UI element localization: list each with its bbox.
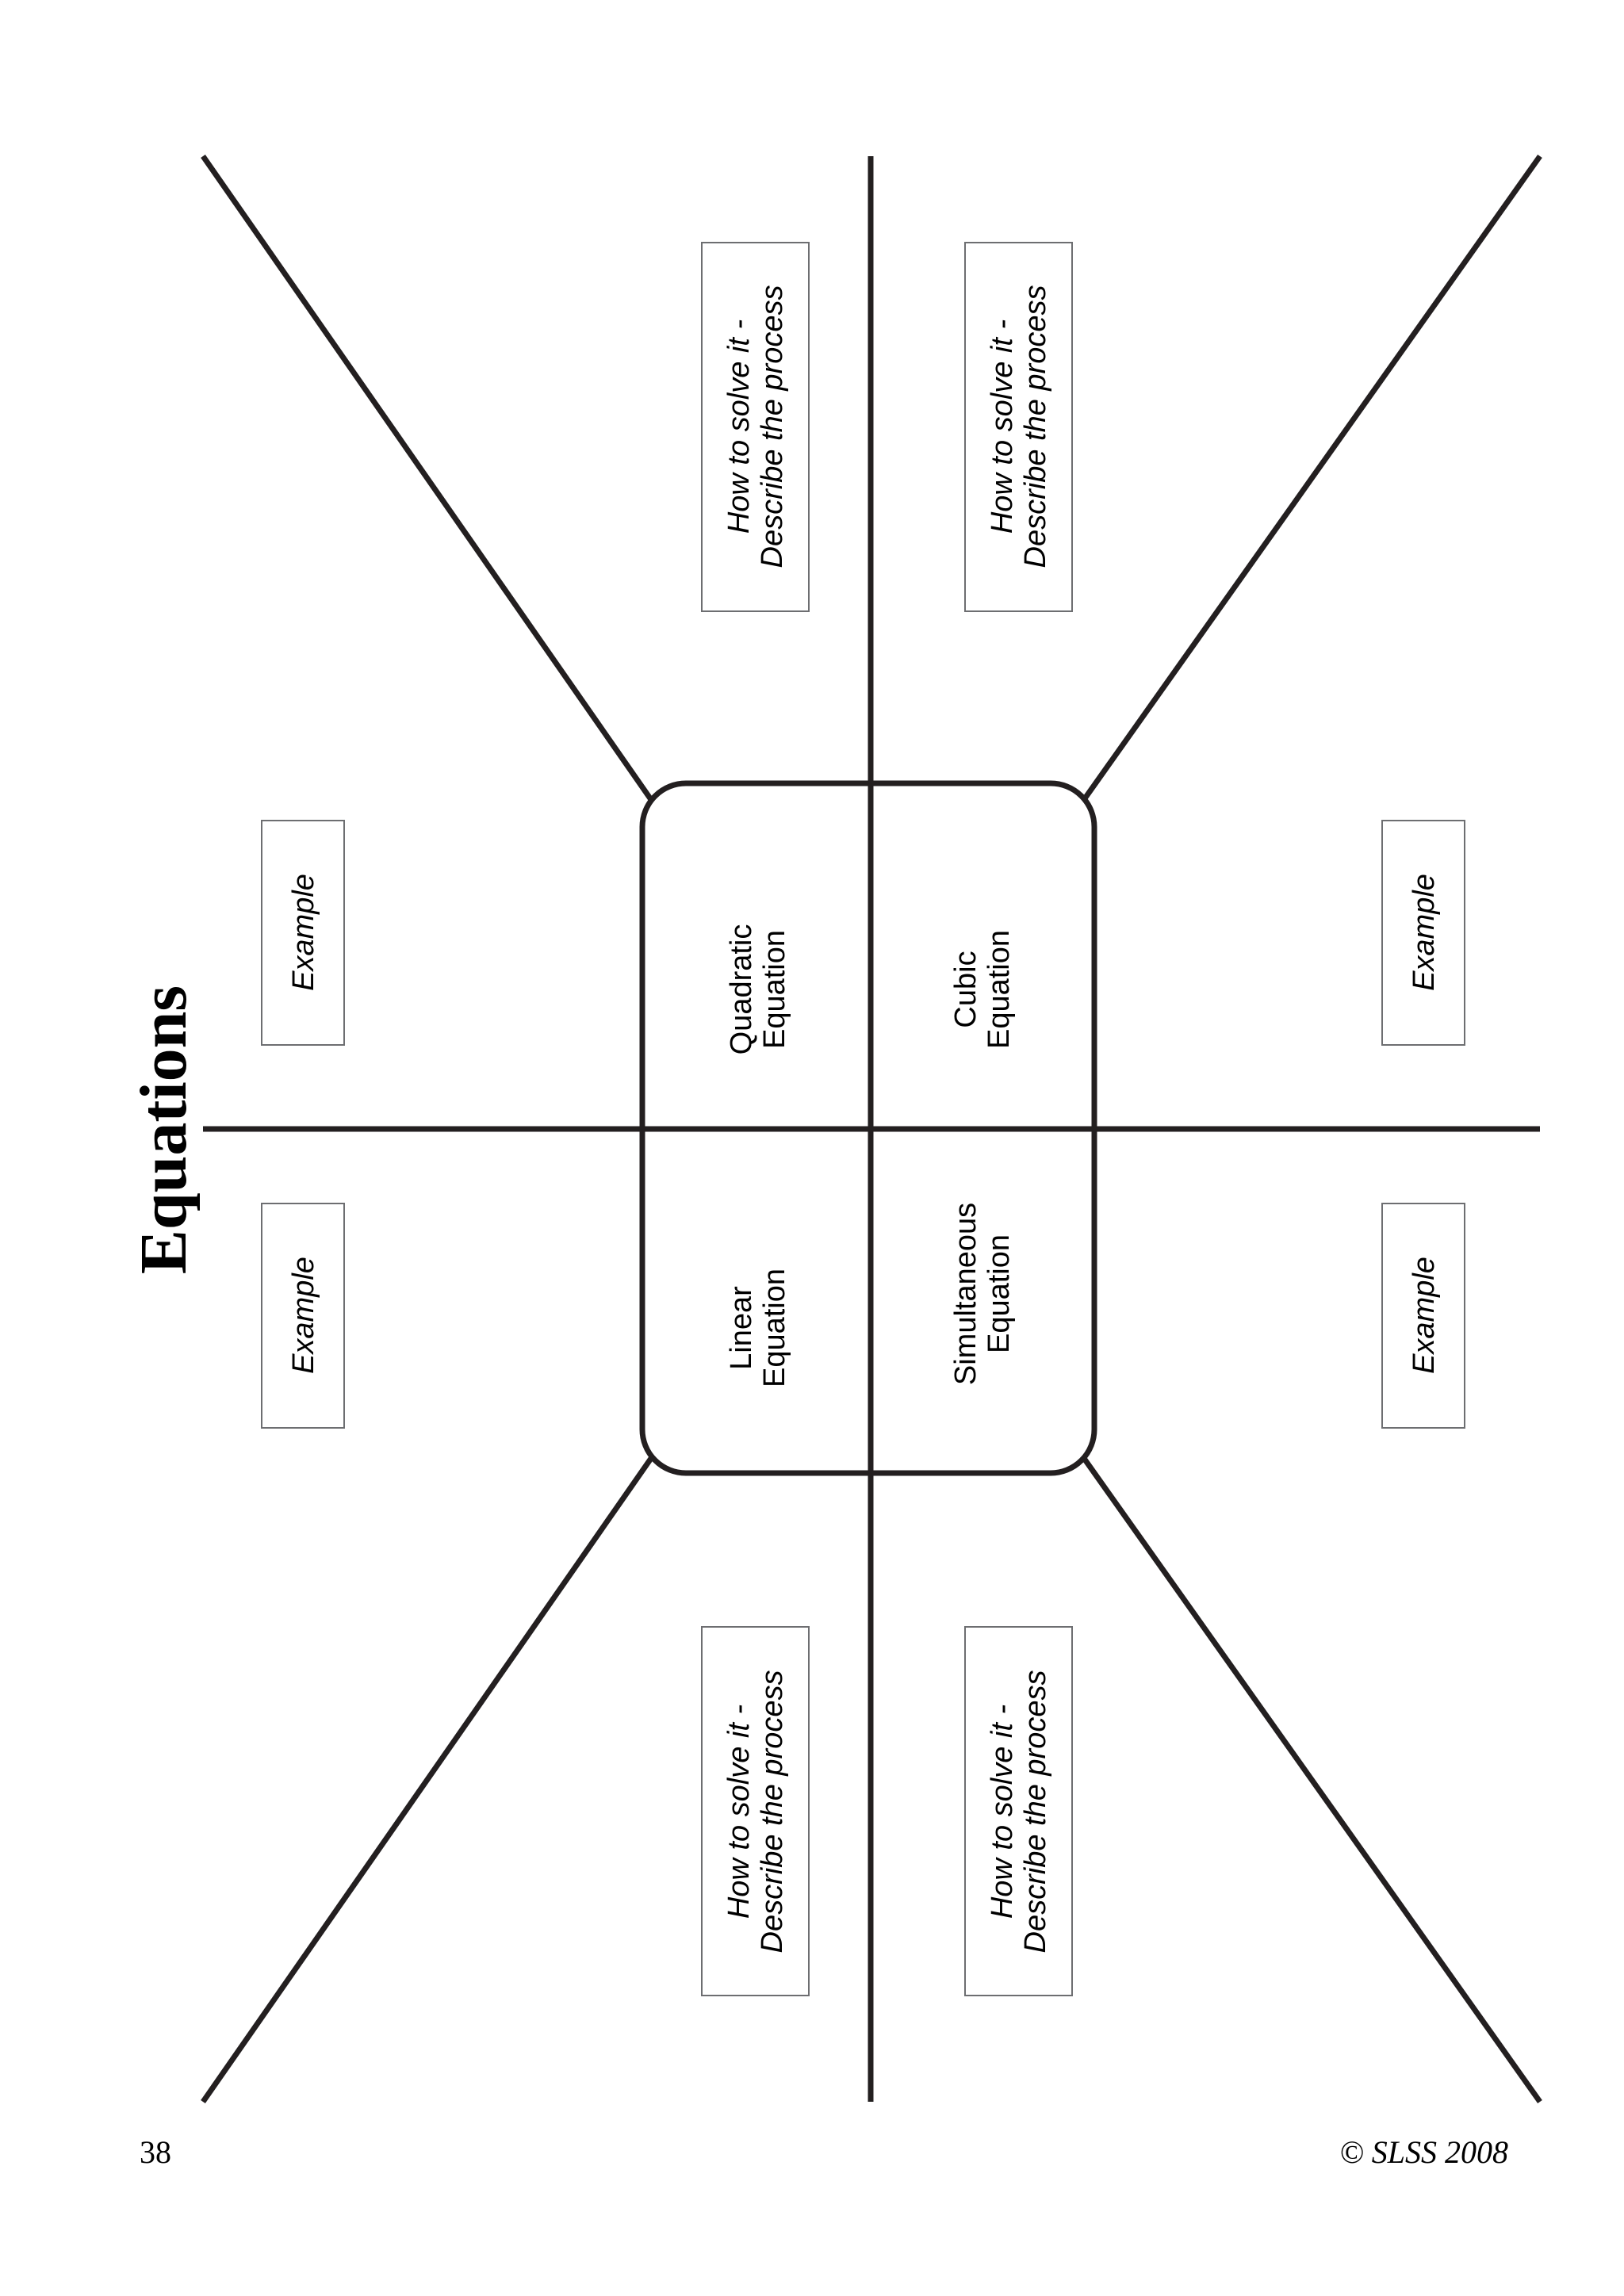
example-label: Example — [287, 1257, 320, 1374]
quadratic-line-2: Equation — [758, 930, 791, 1049]
example-box-lower-left: Example — [261, 1203, 345, 1429]
cubic-line-1: Cubic — [949, 951, 982, 1027]
page-number: 38 — [140, 2134, 171, 2170]
simultaneous-line-1: Simultaneous — [949, 1203, 982, 1385]
diagonal-bottom-right — [1081, 1455, 1542, 2104]
process-line-2: Describe the process — [1019, 1670, 1052, 1954]
copyright: © SLSS 2008 — [1339, 2134, 1508, 2170]
example-box-upper-right: Example — [1381, 820, 1465, 1046]
quadratic-equation-label: Quadratic Equation — [725, 924, 791, 1055]
process-line-1: How to solve it - — [722, 1705, 756, 1919]
quadratic-line-1: Quadratic — [725, 924, 758, 1055]
process-box-bottom-right: How to solve it - Describe the process — [964, 1626, 1073, 1996]
example-label: Example — [1408, 1257, 1441, 1374]
linear-equation-label: Linear Equation — [725, 1269, 791, 1387]
process-line-2: Describe the process — [1019, 285, 1052, 568]
diagonal-bottom-left — [201, 1456, 654, 2103]
cubic-line-2: Equation — [982, 930, 1016, 1049]
process-line-2: Describe the process — [756, 1670, 789, 1954]
example-box-upper-left: Example — [261, 820, 345, 1046]
process-box-top-right: How to solve it - Describe the process — [964, 242, 1073, 612]
linear-line-2: Equation — [758, 1269, 791, 1387]
process-line-2: Describe the process — [756, 285, 789, 568]
example-label: Example — [1408, 874, 1441, 991]
process-line-1: How to solve it - — [986, 320, 1019, 534]
process-box-bottom-left: How to solve it - Describe the process — [701, 1626, 810, 1996]
diagonal-top-left — [201, 155, 654, 802]
page-title: Equations — [127, 985, 201, 1274]
simultaneous-equation-label: Simultaneous Equation — [949, 1203, 1016, 1385]
center-box — [639, 780, 1097, 1476]
cubic-equation-label: Cubic Equation — [949, 930, 1016, 1049]
linear-line-1: Linear — [725, 1286, 758, 1370]
process-line-1: How to solve it - — [986, 1705, 1019, 1919]
example-label: Example — [287, 874, 320, 991]
simultaneous-line-2: Equation — [982, 1234, 1016, 1353]
process-line-1: How to solve it - — [722, 320, 756, 534]
example-box-lower-right: Example — [1381, 1203, 1465, 1429]
diagonal-top-right — [1081, 154, 1542, 803]
process-box-top-left: How to solve it - Describe the process — [701, 242, 810, 612]
